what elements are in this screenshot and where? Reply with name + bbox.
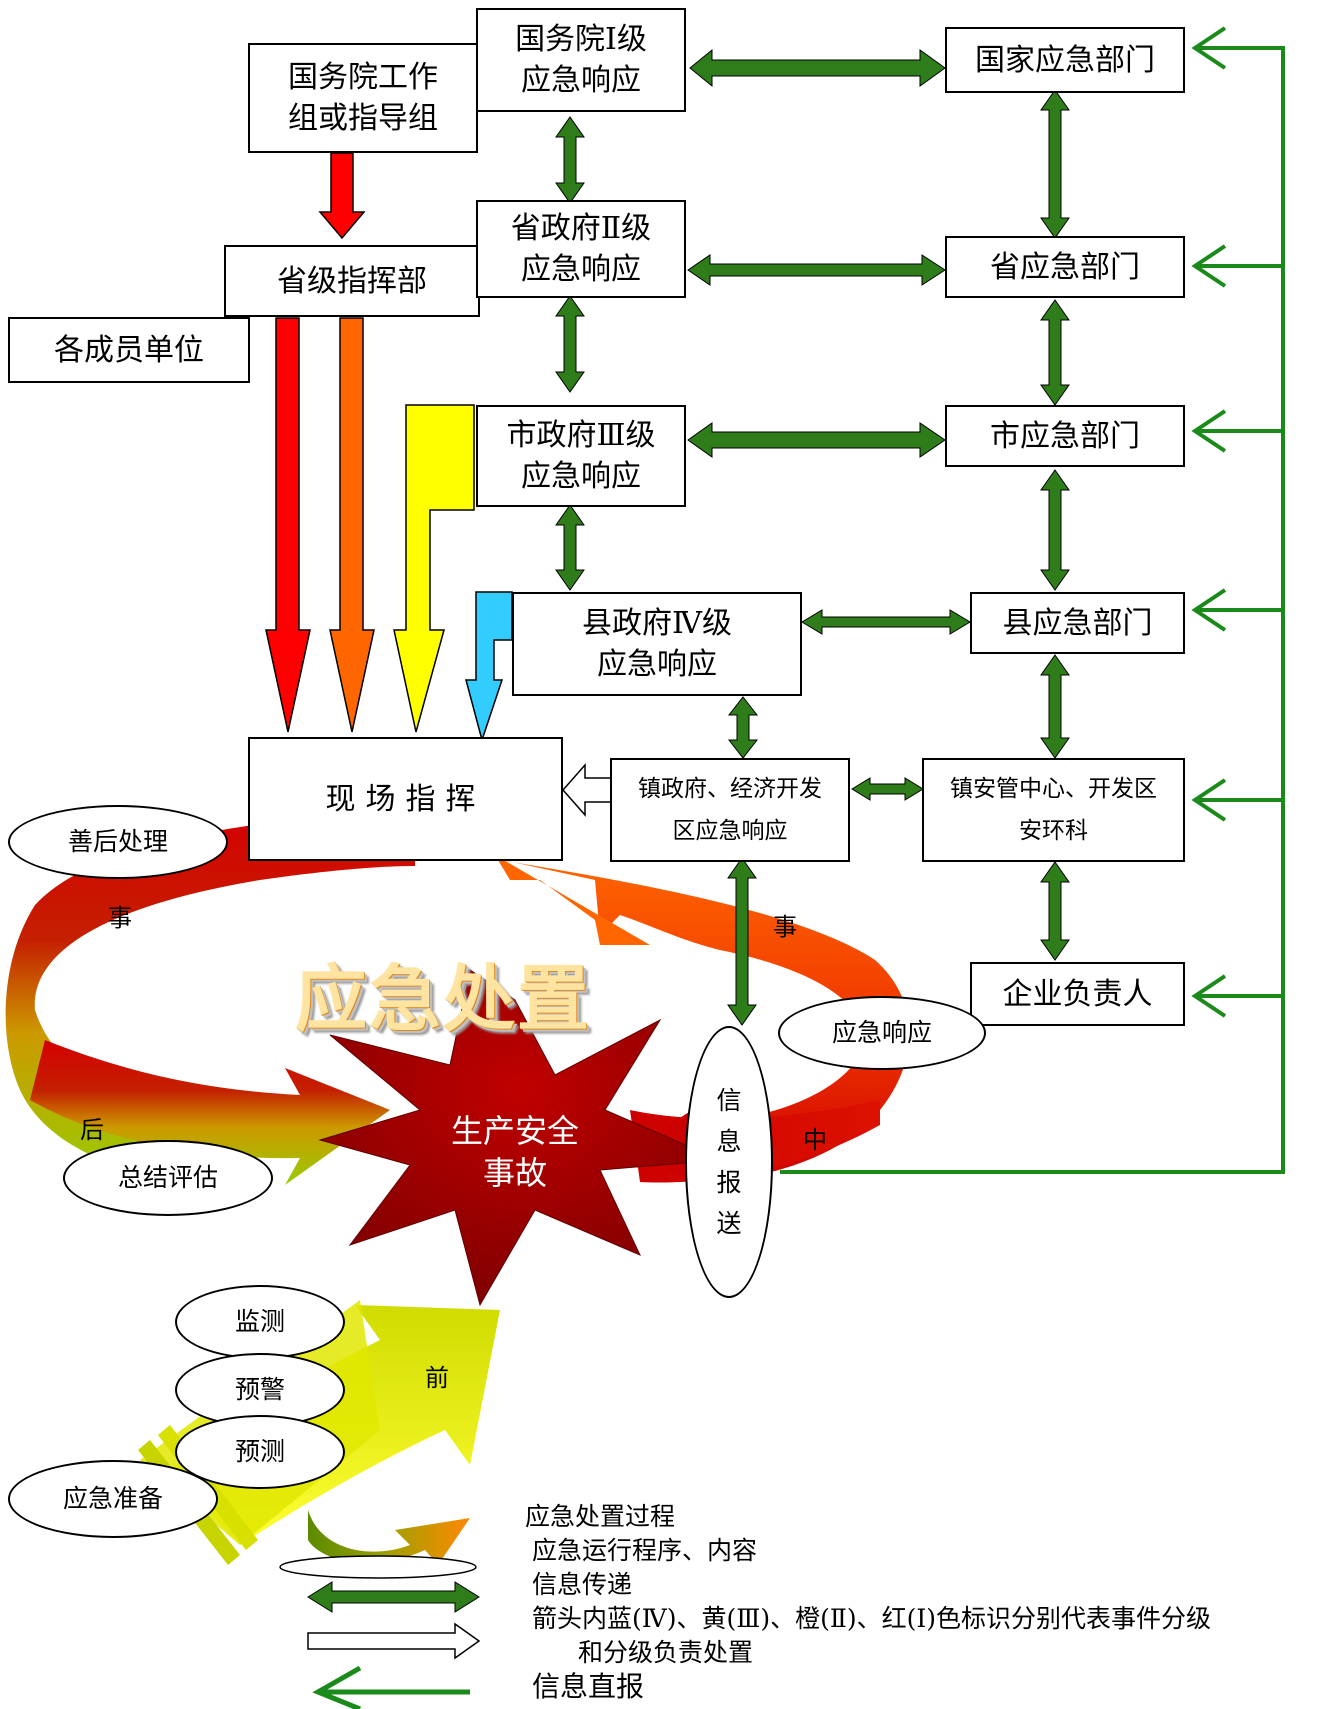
- info-arrow-l3-l4: [555, 504, 585, 591]
- accident-star: [318, 969, 721, 1307]
- summary-oval: 总结评估: [63, 1140, 273, 1216]
- center-title: 应急处置: [295, 956, 592, 1041]
- state-council-group-box: 国务院工作 组或指导组: [248, 43, 478, 153]
- province-dept-box: 省应急部门: [945, 236, 1185, 298]
- town-response-box: 镇政府、经济开发 区应急响应: [610, 758, 850, 862]
- info-arrow-city-county: [1040, 469, 1070, 591]
- info-report-oval: 信 息 报 送: [685, 1026, 773, 1298]
- legend-procedure-icon: [279, 1555, 477, 1579]
- legend-procedure-label: 应急运行程序、内容: [532, 1536, 758, 1565]
- state-to-province-red-arrow: [318, 152, 366, 240]
- info-arrow-center-enterprise: [1040, 861, 1070, 961]
- info-arrow-national-province: [1040, 89, 1070, 239]
- ring-left-arc: [5, 812, 415, 1180]
- town-to-onsite-white-arrow: [562, 763, 613, 817]
- city-dept-box: 市应急部门: [945, 405, 1185, 467]
- ring-label-shi-left: 事: [108, 904, 132, 932]
- ring-right-arc: [480, 855, 910, 1182]
- ring-top-arrow: [495, 855, 650, 945]
- info-arrow-l4-town: [727, 696, 759, 759]
- legend-process-label: 应急处置过程: [525, 1502, 676, 1531]
- direct-report-lines: [780, 26, 1285, 1174]
- provincial-hq-box: 省级指挥部: [224, 245, 480, 317]
- province-l2-box: 省政府Ⅱ级 应急响应: [476, 200, 686, 298]
- ring-label-shi-right: 事: [773, 913, 797, 941]
- info-arrow-town-report: [727, 857, 757, 1026]
- info-arrow-l1-l2: [555, 116, 585, 204]
- county-dept-box: 县应急部门: [970, 592, 1185, 654]
- state-council-l1-box: 国务院Ⅰ级 应急响应: [476, 8, 686, 112]
- info-arrow-l4-county: [801, 609, 971, 635]
- level-4-blue-arrow: [465, 591, 513, 743]
- legend-process-icon: [308, 1510, 470, 1565]
- emergency-response-oval: 应急响应: [778, 996, 986, 1070]
- monitoring-oval: 监测: [175, 1285, 345, 1359]
- preparation-oval: 应急准备: [8, 1460, 218, 1538]
- ring-label-hou: 后: [80, 1116, 104, 1144]
- onsite-command-box: 现场指挥: [248, 737, 563, 861]
- legend-level-arrow-icon: [307, 1622, 481, 1660]
- legend-direct-icon: [312, 1665, 470, 1709]
- level-2-orange-arrow: [329, 317, 375, 733]
- ring-label-qian: 前: [425, 1364, 449, 1392]
- accident-label: 生产安全 事故: [450, 1112, 579, 1192]
- enterprise-head-box: 企业负责人: [970, 962, 1185, 1026]
- legend-color-note: 箭头内蓝(Ⅳ)、黄(Ⅲ)、橙(Ⅱ)、红(Ⅰ)色标识分别代表事件分级: [532, 1604, 1211, 1633]
- member-units-box: 各成员单位: [8, 317, 250, 383]
- early-warning-oval: 预警: [175, 1353, 345, 1427]
- level-3-yellow-arrow: [393, 404, 475, 733]
- ring-label-zhong: 中: [803, 1126, 827, 1154]
- city-l3-box: 市政府Ⅲ级 应急响应: [476, 405, 686, 507]
- info-arrow-county-center: [1040, 654, 1070, 759]
- info-arrow-province-city: [1040, 299, 1070, 406]
- legend-color-note-2: 和分级负责处置: [578, 1638, 754, 1667]
- info-arrow-town-center: [851, 777, 924, 801]
- ring-after-arrow: [30, 1040, 390, 1185]
- info-arrow-l3-city: [687, 422, 946, 458]
- forecast-oval: 预测: [175, 1415, 345, 1489]
- legend-direct-label: 信息直报: [532, 1670, 645, 1703]
- level-1-red-arrow: [265, 317, 311, 733]
- aftermath-oval: 善后处理: [8, 805, 228, 879]
- legend-info-icon: [307, 1581, 480, 1613]
- town-safety-center-box: 镇安管中心、开发区 安环科: [922, 758, 1185, 862]
- legend-info-label: 信息传递: [532, 1570, 633, 1599]
- national-dept-box: 国家应急部门: [945, 27, 1185, 93]
- info-arrow-l1-national: [689, 48, 946, 88]
- info-arrow-l2-province: [687, 254, 946, 286]
- info-arrow-l2-l3: [555, 295, 585, 393]
- county-l4-box: 县政府Ⅳ级 应急响应: [512, 592, 802, 696]
